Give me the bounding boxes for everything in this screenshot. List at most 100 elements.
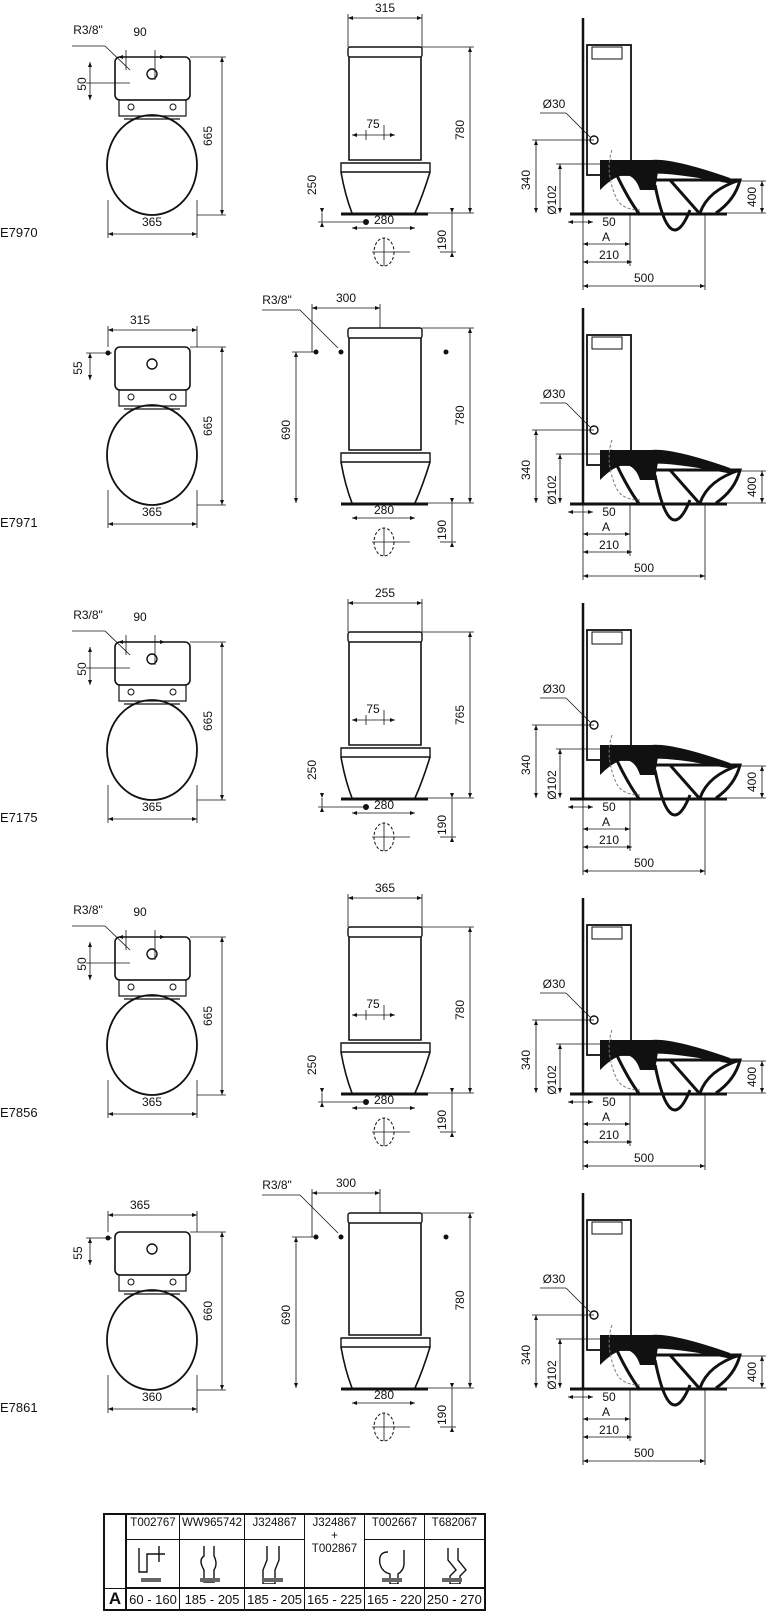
tank-width-dimension: 315 xyxy=(130,313,150,327)
dimension-a-range: 185 - 205 xyxy=(244,1587,306,1611)
height-dimension: 50 xyxy=(75,957,89,971)
offset-dimension: 90 xyxy=(133,905,147,919)
rim-height-dimension: 400 xyxy=(745,772,759,792)
outlet-diameter-label: Ø102 xyxy=(545,475,559,505)
waste-diameter-label: Ø30 xyxy=(543,1272,566,1286)
model-code: E7861 xyxy=(0,1400,38,1415)
tank-width-dimension: 315 xyxy=(375,1,395,15)
fitting-code: T002767 xyxy=(125,1513,180,1540)
inlet-height-dimension: 55 xyxy=(71,1246,85,1260)
base-width-dimension: 280 xyxy=(374,798,394,812)
model-code: E7856 xyxy=(0,1105,38,1120)
wall-gap-dimension: 50 xyxy=(602,215,616,229)
wall-gap-dimension: 50 xyxy=(602,800,616,814)
rim-height-dimension: 400 xyxy=(745,477,759,497)
width-dimension: 365 xyxy=(142,215,162,229)
dimension-a-label: A xyxy=(602,1405,610,1419)
inlet-width-dimension: 300 xyxy=(336,291,356,305)
length-dimension: 665 xyxy=(201,416,215,436)
total-height-dimension: 780 xyxy=(453,1000,467,1020)
inlet-height-dimension: 250 xyxy=(305,1055,319,1075)
rim-height-dimension: 400 xyxy=(745,1067,759,1087)
tank-width-dimension: 365 xyxy=(375,881,395,895)
width-dimension: 360 xyxy=(142,1390,162,1404)
dimension-a-label: A xyxy=(602,520,610,534)
thread-label: R3/8" xyxy=(73,608,103,622)
rim-height-dimension: 400 xyxy=(745,187,759,207)
length-dimension: 665 xyxy=(201,1006,215,1026)
height-dimension: 50 xyxy=(75,77,89,91)
model-code: E7175 xyxy=(0,810,38,825)
length-dimension: 665 xyxy=(201,126,215,146)
projection-dimension: 500 xyxy=(634,561,654,575)
model-code: E7970 xyxy=(0,225,38,240)
dimension-a-label: A xyxy=(103,1587,127,1611)
dimension-a-range: 60 - 160 xyxy=(125,1587,180,1611)
pipe-fitting-icon xyxy=(200,1546,221,1583)
dimension-a-label: A xyxy=(602,230,610,244)
inlet-offset-dimension: 75 xyxy=(366,997,380,1011)
inlet-height-dimension: 690 xyxy=(279,420,293,440)
height-dimension: 50 xyxy=(75,662,89,676)
base-width-dimension: 280 xyxy=(374,503,394,517)
outlet-distance-dimension: 210 xyxy=(599,538,619,552)
dimension-a-range: 250 - 270 xyxy=(423,1587,486,1611)
tank-width-dimension: 365 xyxy=(130,1198,150,1212)
fitting-illustration xyxy=(423,1539,486,1589)
fitting-illustration xyxy=(244,1539,306,1589)
dimension-a-label: A xyxy=(602,1110,610,1124)
inlet-height-dimension: 55 xyxy=(71,361,85,375)
thread-label: R3/8" xyxy=(262,293,292,307)
base-width-dimension: 280 xyxy=(374,213,394,227)
outlet-distance-dimension: 210 xyxy=(599,248,619,262)
fitting-code: WW965742 xyxy=(178,1513,246,1540)
inlet-height-dimension: 340 xyxy=(519,755,533,775)
product-row-E7970: 3656659050R3/8"28019078031575250Ø30340Ø1… xyxy=(72,1,766,290)
projection-dimension: 500 xyxy=(634,1151,654,1165)
product-row-E7971: 36566531555280190780300R3/8"690Ø30340Ø10… xyxy=(71,291,766,580)
outlet-height-dimension: 190 xyxy=(435,520,449,540)
dimension-a-range: 165 - 225 xyxy=(304,1587,365,1611)
total-height-dimension: 780 xyxy=(453,120,467,140)
product-row-E7861: 36066036555280190780300R3/8"690Ø30340Ø10… xyxy=(71,1176,766,1465)
model-code: E7971 xyxy=(0,515,38,530)
inlet-offset-dimension: 75 xyxy=(366,117,380,131)
waste-diameter-label: Ø30 xyxy=(543,97,566,111)
inlet-height-dimension: 250 xyxy=(305,175,319,195)
outlet-diameter-label: Ø102 xyxy=(545,1065,559,1095)
fitting-code: J324867 + T002867 xyxy=(304,1513,365,1589)
rim-height-dimension: 400 xyxy=(745,1362,759,1382)
base-width-dimension: 280 xyxy=(374,1388,394,1402)
pipe-fitting-icon xyxy=(379,1550,406,1585)
product-row-E7175: 3656659050R3/8"28019076525575250Ø30340Ø1… xyxy=(72,586,766,875)
width-dimension: 365 xyxy=(142,800,162,814)
width-dimension: 365 xyxy=(142,505,162,519)
table-corner xyxy=(103,1513,127,1589)
wall-gap-dimension: 50 xyxy=(602,1390,616,1404)
front-view: 280 190 780 315 75 250 xyxy=(305,1,474,267)
projection-dimension: 500 xyxy=(634,856,654,870)
product-row-E7856: 3656659050R3/8"28019078036575250Ø30340Ø1… xyxy=(72,881,766,1170)
fitting-illustration xyxy=(363,1539,425,1589)
outlet-height-dimension: 190 xyxy=(435,230,449,250)
outlet-diameter-label: Ø102 xyxy=(545,770,559,800)
length-dimension: 660 xyxy=(201,1301,215,1321)
pipe-fitting-icon xyxy=(442,1548,468,1585)
thread-label: R3/8" xyxy=(262,1178,292,1192)
outlet-height-dimension: 190 xyxy=(435,815,449,835)
total-height-dimension: 780 xyxy=(453,1290,467,1310)
inlet-height-dimension: 340 xyxy=(519,1345,533,1365)
inlet-height-dimension: 340 xyxy=(519,170,533,190)
wall-gap-dimension: 50 xyxy=(602,505,616,519)
outlet-diameter-label: Ø102 xyxy=(545,185,559,215)
inlet-offset-dimension: 75 xyxy=(366,702,380,716)
